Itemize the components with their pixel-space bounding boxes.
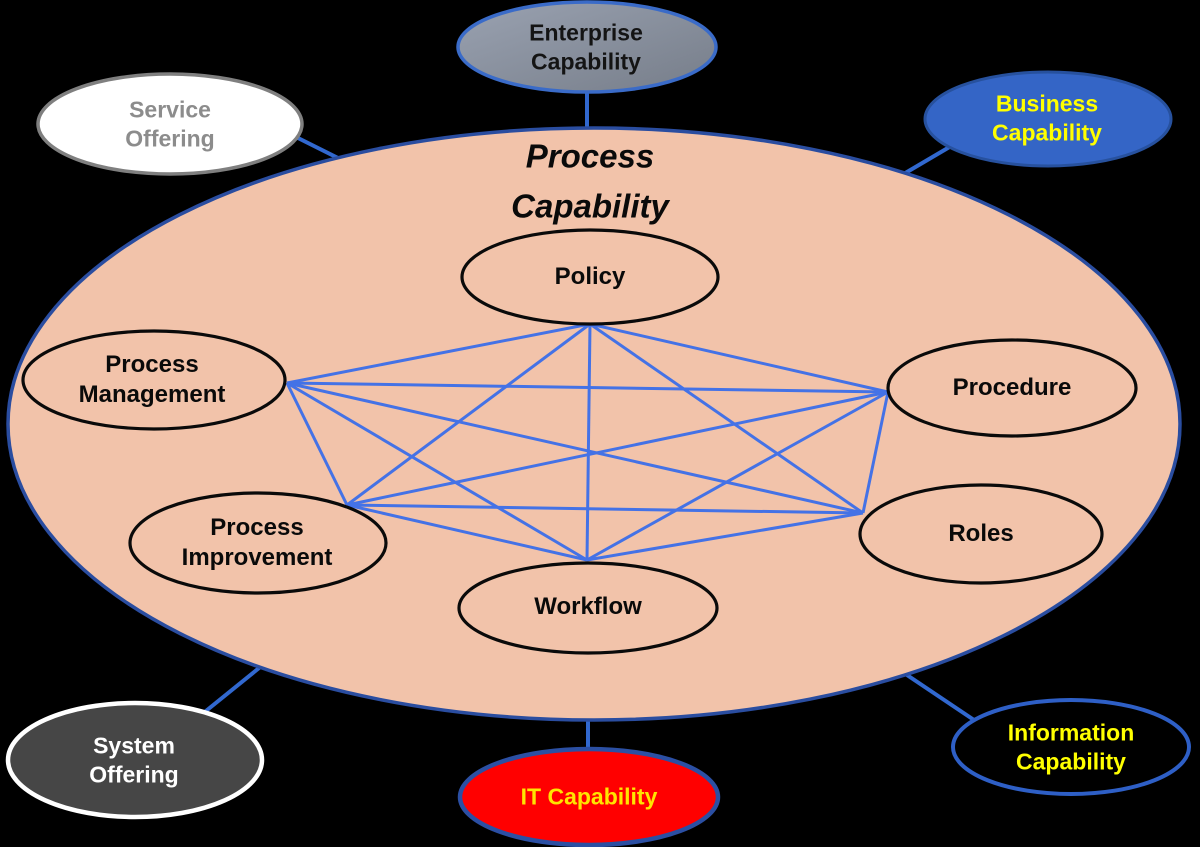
edge-procedure-workflow xyxy=(586,390,889,562)
edge-roles-workflow xyxy=(586,511,864,562)
workflow-ellipse xyxy=(457,561,719,655)
roles-ellipse xyxy=(858,483,1104,585)
inner-node-ellipses xyxy=(21,228,1138,655)
policy-ellipse xyxy=(460,228,720,326)
edge-policy-procedure xyxy=(589,322,889,394)
connector-system xyxy=(194,662,266,721)
edge-processmanagement-roles xyxy=(286,381,864,515)
inner-edges xyxy=(285,322,890,562)
it-capability-ellipse xyxy=(457,746,721,847)
process-improvement-ellipse xyxy=(128,491,388,595)
edge-processimprovement-roles xyxy=(346,503,864,515)
process-management-ellipse xyxy=(21,329,287,431)
connector-information xyxy=(899,669,976,722)
service-offering-ellipse xyxy=(36,72,304,176)
edge-policy-workflow xyxy=(585,323,592,561)
edge-policy-processmanagement xyxy=(286,322,591,385)
information-capability-ellipse xyxy=(951,698,1191,796)
enterprise-capability-ellipse xyxy=(456,0,718,94)
edge-processmanagement-processimprovement xyxy=(285,382,349,506)
edge-processmanagement-workflow xyxy=(286,381,588,562)
edge-procedure-roles xyxy=(861,391,890,514)
business-capability-ellipse xyxy=(923,70,1173,168)
edge-processmanagement-procedure xyxy=(286,381,889,394)
edge-policy-roles xyxy=(589,322,864,515)
edge-processimprovement-workflow xyxy=(346,503,588,562)
procedure-ellipse xyxy=(886,338,1138,438)
edge-policy-processimprovement xyxy=(346,322,591,507)
system-offering-ellipse xyxy=(5,700,265,820)
edge-procedure-processimprovement xyxy=(346,390,889,507)
